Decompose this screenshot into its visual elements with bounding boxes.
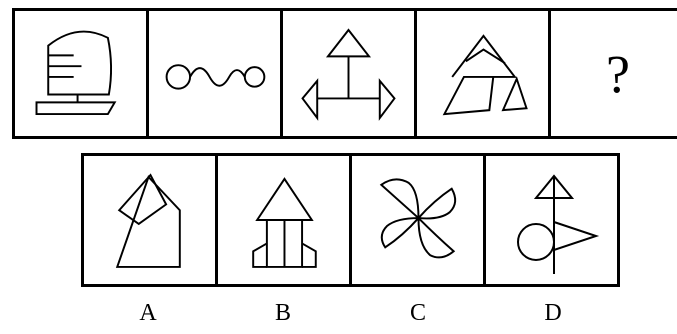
option-d-figure-cell[interactable] [486, 156, 620, 284]
option-c-label[interactable]: C [351, 300, 485, 327]
sequence-cell-2 [149, 11, 283, 136]
interlocking-triangles-figure [417, 11, 548, 136]
zigzag-triangles-figure [84, 156, 215, 284]
arrow-house-figure [218, 156, 349, 284]
option-c-figure-cell[interactable] [352, 156, 486, 284]
option-a-label[interactable]: A [81, 300, 215, 327]
options-row [81, 153, 620, 287]
option-b-label[interactable]: B [216, 300, 350, 327]
question-slot: ? [551, 11, 677, 136]
sequence-row: ? [12, 8, 677, 139]
circle-wave-circle-figure [149, 11, 280, 136]
arrow-triangles-figure [283, 11, 414, 136]
pinwheel-figure [352, 156, 483, 284]
option-a-figure-cell[interactable] [84, 156, 218, 284]
flag-circle-figure [486, 156, 620, 284]
question-mark: ? [606, 47, 630, 101]
sailboat-figure [15, 11, 146, 136]
sequence-cell-4 [417, 11, 551, 136]
sequence-cell-3 [283, 11, 417, 136]
option-d-label[interactable]: D [486, 300, 620, 327]
option-b-figure-cell[interactable] [218, 156, 352, 284]
sequence-cell-1 [15, 11, 149, 136]
option-labels: A B C D [81, 300, 620, 330]
